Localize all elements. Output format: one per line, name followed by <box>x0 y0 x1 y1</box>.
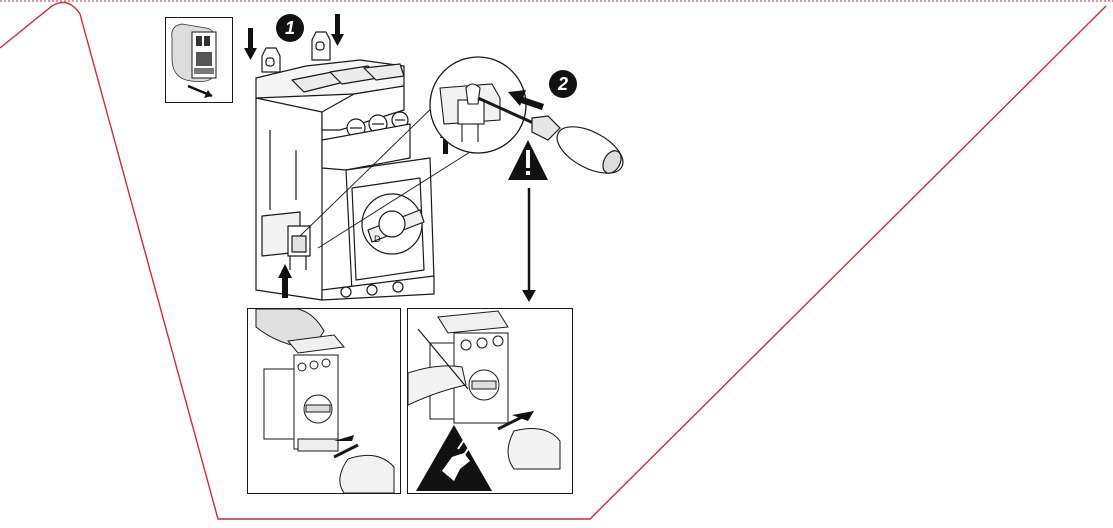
panel-incorrect-removal <box>407 308 573 494</box>
no-hand-contact-icon <box>416 425 492 491</box>
svg-text:D: D <box>374 234 381 244</box>
step-1-badge: 1 <box>276 14 304 42</box>
panel-correct-removal <box>247 308 401 494</box>
step-2-badge: 2 <box>549 70 577 98</box>
incorrect-removal-illustration <box>408 309 572 493</box>
correct-removal-illustration <box>248 309 400 493</box>
